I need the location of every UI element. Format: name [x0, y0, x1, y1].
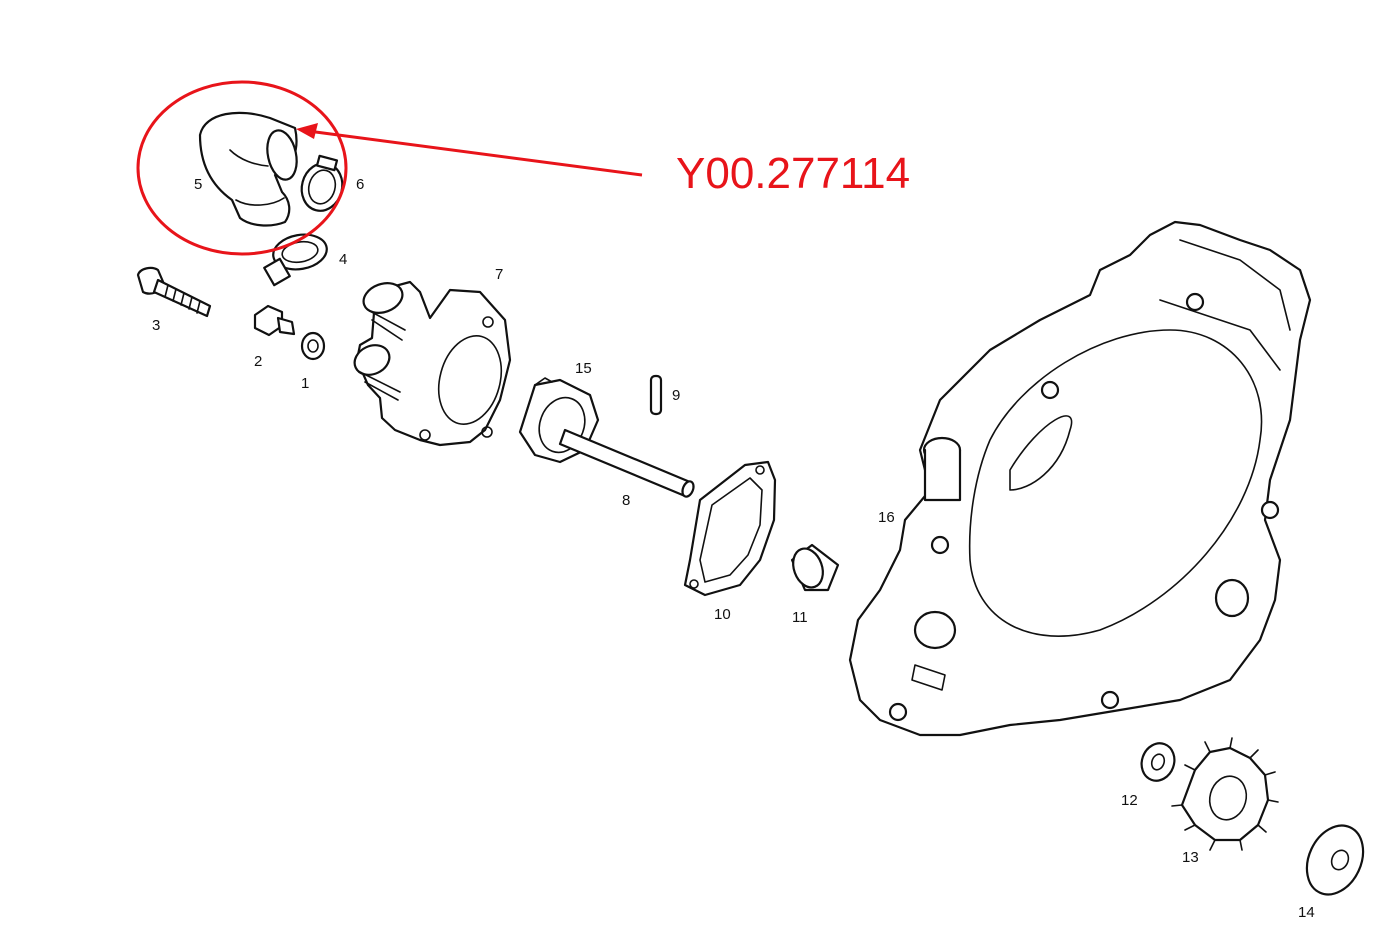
part-1-washer[interactable]: [300, 331, 326, 361]
callout-circle: [136, 80, 348, 256]
part-7-water-pump-cover[interactable]: [350, 278, 512, 447]
callout: Y00.277114: [136, 80, 910, 256]
part-6-hose-clamp[interactable]: [296, 154, 347, 216]
part-label-15: 15: [575, 360, 592, 377]
part-8-pump-shaft[interactable]: [558, 428, 696, 498]
part-3-screw[interactable]: [136, 266, 212, 318]
part-label-4: 4: [339, 251, 347, 268]
part-label-1: 1: [301, 375, 309, 392]
part-12-washer[interactable]: [1136, 739, 1179, 786]
part-label-3: 3: [152, 317, 160, 334]
part-9-pin[interactable]: [649, 374, 663, 416]
callout-arrow-line: [307, 129, 643, 177]
part-13-gear[interactable]: [1171, 737, 1279, 851]
part-2-bolt[interactable]: [253, 304, 296, 337]
part-label-5: 5: [194, 176, 202, 193]
part-label-9: 9: [672, 387, 680, 404]
part-label-2: 2: [254, 353, 262, 370]
callout-part-code: Y00.277114: [676, 149, 910, 198]
part-14-washer[interactable]: [1296, 816, 1374, 903]
part-5-elbow-hose[interactable]: [198, 111, 301, 227]
part-label-16: 16: [878, 509, 895, 526]
part-label-12: 12: [1121, 792, 1138, 809]
part-11-bushing[interactable]: [788, 543, 840, 592]
part-label-10: 10: [714, 606, 731, 623]
callout-arrow-head-icon: [296, 123, 318, 139]
part-10-gasket[interactable]: [683, 460, 777, 597]
part-label-14: 14: [1298, 904, 1315, 921]
part-label-11: 11: [792, 609, 808, 626]
part-label-13: 13: [1182, 849, 1199, 866]
part-label-8: 8: [622, 492, 630, 509]
part-label-6: 6: [356, 176, 364, 193]
part-4-hose-clamp[interactable]: [263, 231, 329, 287]
part-16-clutch-cover[interactable]: [848, 220, 1312, 737]
part-label-7: 7: [495, 266, 503, 283]
